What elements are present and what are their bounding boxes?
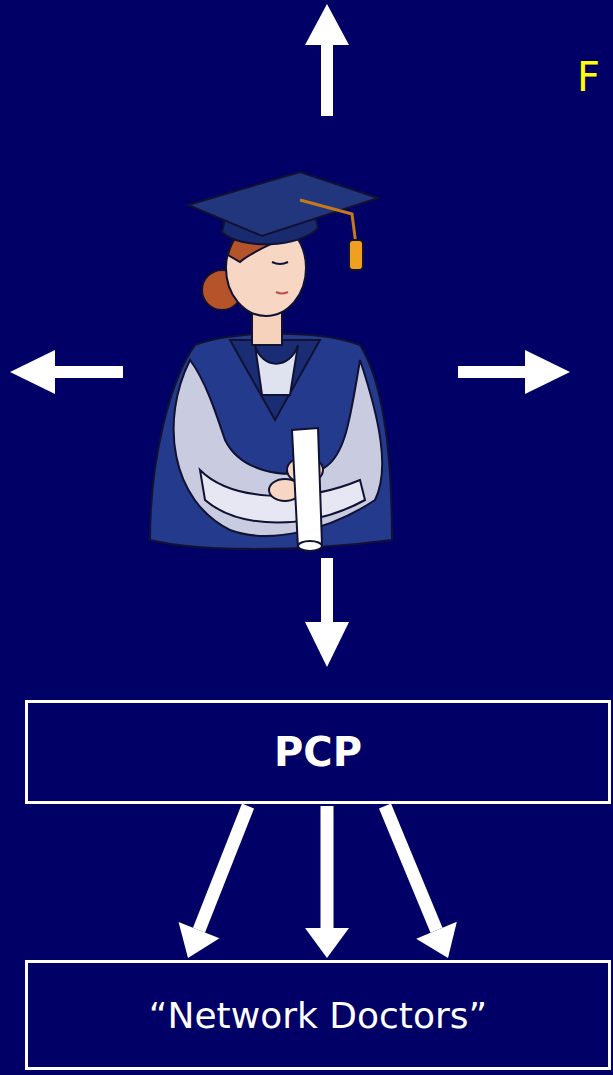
flow-arrow [385,806,457,958]
direction-arrows [10,4,570,667]
arrow-head [416,922,457,958]
graduate-figure [150,172,392,551]
flow-arrow [179,806,248,958]
cut-heading: F [577,57,600,97]
pcp-box: PCP [25,700,611,804]
arrow-shaft [385,806,437,930]
node-text: “Network Doctors” [149,995,487,1036]
arrow-shaft [199,806,248,930]
flow-arrow [305,806,349,958]
arrow-head [179,922,220,958]
arrow-head [305,928,349,958]
arrow-shaft [321,806,334,928]
node-text: PCP [274,729,362,775]
network-box: “Network Doctors” [25,960,611,1070]
